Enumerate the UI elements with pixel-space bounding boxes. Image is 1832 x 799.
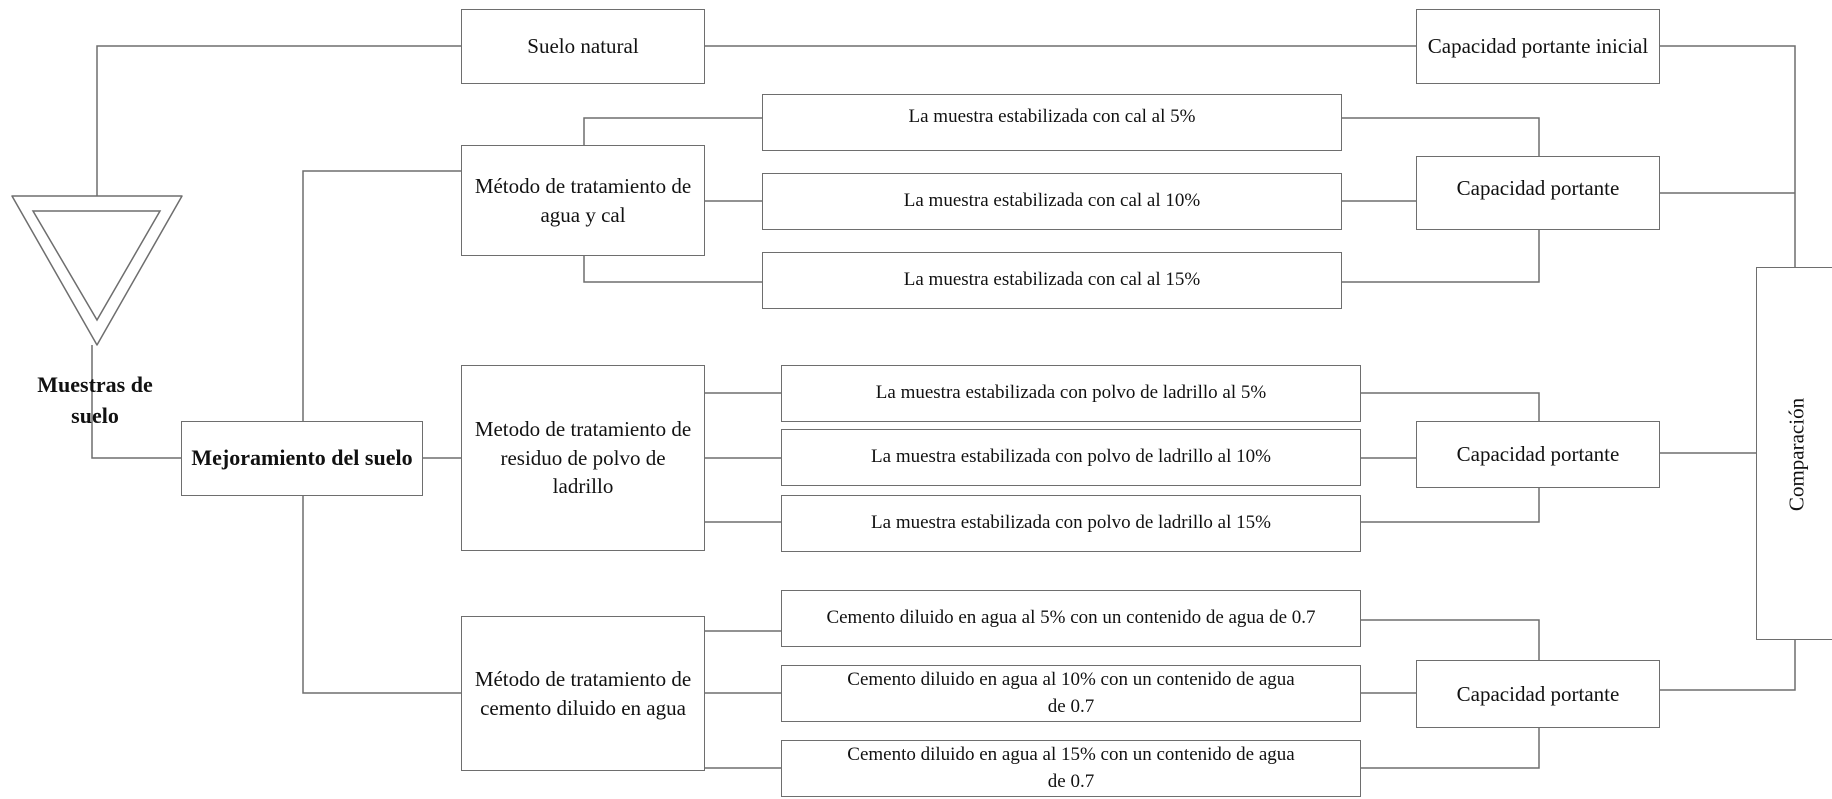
muestra-cal-15-box: La muestra estabilizada con cal al 15% [762,252,1342,309]
comparacion-box: Comparación [1756,267,1832,640]
start-triangle-inner-icon [31,210,162,322]
metodo-polvo-ladrillo-box: Metodo de tratamiento de residuo de polv… [461,365,705,551]
muestra-cemento-15-box: Cemento diluido en agua al 15% con un co… [781,740,1361,797]
muestra-ladrillo-5-box: La muestra estabilizada con polvo de lad… [781,365,1361,422]
muestra-ladrillo-15-box: La muestra estabilizada con polvo de lad… [781,495,1361,552]
muestra-cal-5-box: La muestra estabilizada con cal al 5% [762,94,1342,151]
capacidad-portante-cal-box: Capacidad portante [1416,156,1660,230]
capacidad-inicial-box: Capacidad portante inicial [1416,9,1660,84]
muestra-cal-10-box: La muestra estabilizada con cal al 10% [762,173,1342,230]
capacidad-portante-cemento-box: Capacidad portante [1416,660,1660,728]
muestra-cemento-10-box: Cemento diluido en agua al 10% con un co… [781,665,1361,722]
suelo-natural-box: Suelo natural [461,9,705,84]
metodo-cemento-diluido-box: Método de tratamiento de cemento diluido… [461,616,705,771]
comparacion-label: Comparación [1784,397,1809,512]
muestra-ladrillo-10-box: La muestra estabilizada con polvo de lad… [781,429,1361,486]
muestra-cemento-5-box: Cemento diluido en agua al 5% con un con… [781,590,1361,647]
muestras-de-suelo-label: Muestras de suelo [37,372,153,428]
mejoramiento-box: Mejoramiento del suelo [181,421,423,496]
metodo-agua-cal-box: Método de tratamiento de agua y cal [461,145,705,256]
capacidad-portante-ladrillo-box: Capacidad portante [1416,421,1660,488]
